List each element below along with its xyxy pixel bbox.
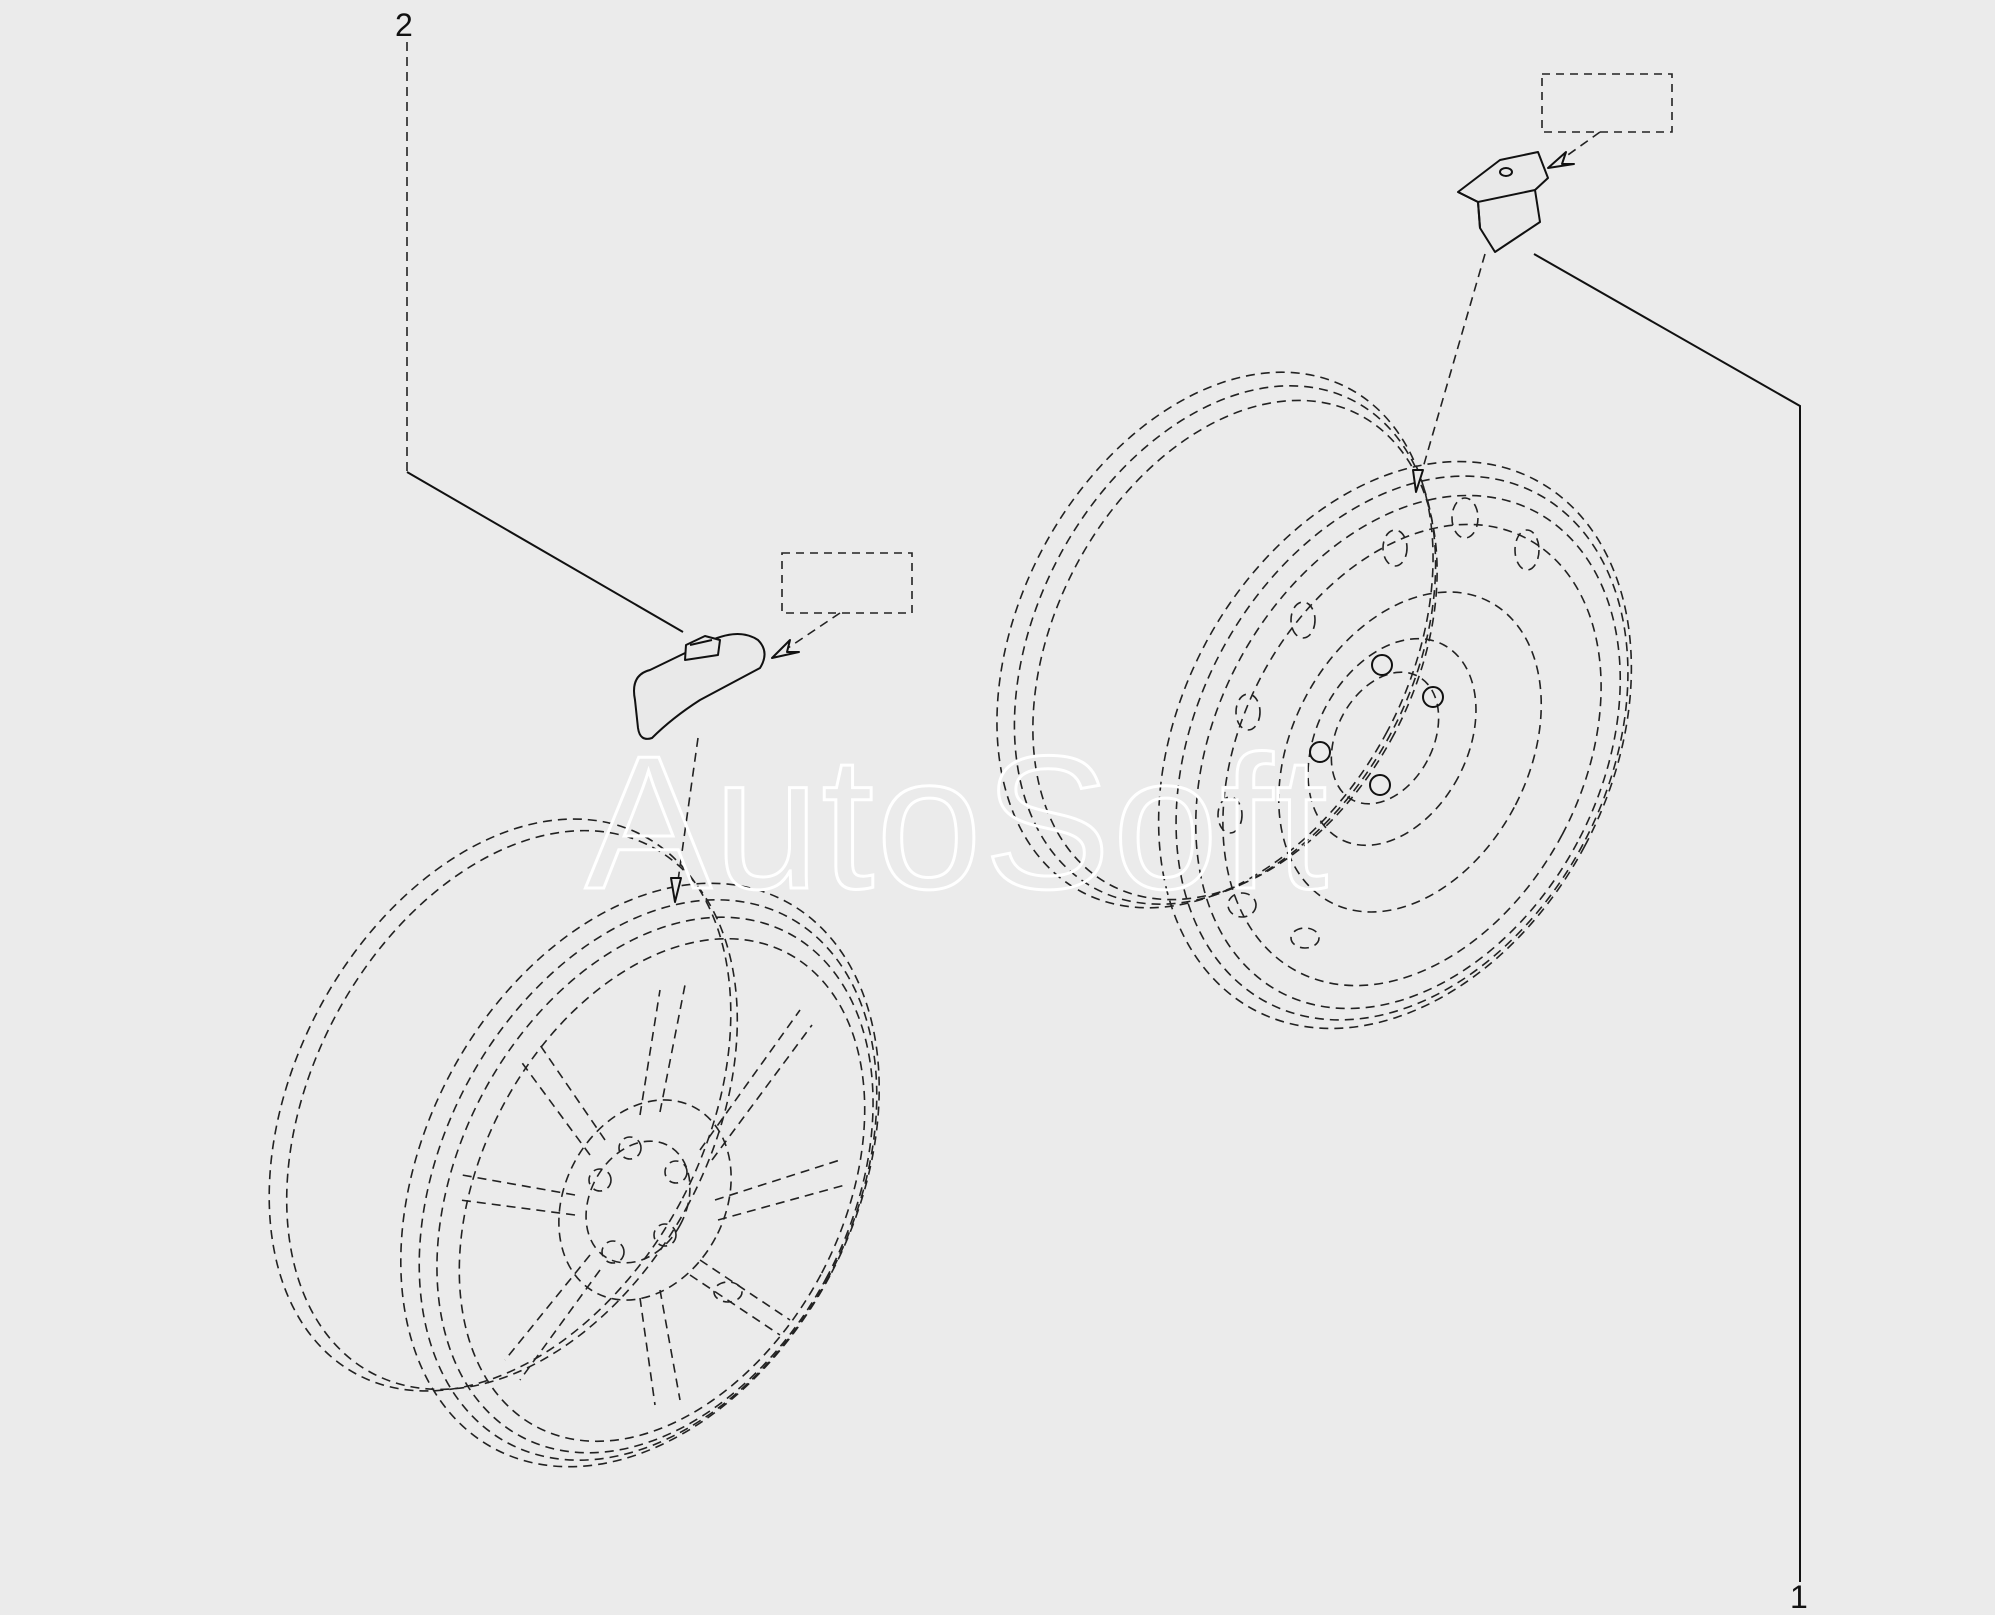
adhesive-wheel-weight-icon [633,633,766,740]
leader-arrow [784,612,841,651]
steel-wheel-icon [996,371,1633,1030]
callout-1-line [1533,253,1801,1582]
reference-box [781,552,913,614]
assembly-line [1417,253,1486,486]
callout-2-label: 2 [395,7,413,43]
clip-on-wheel-weight-icon [1457,151,1549,253]
callout-2-line [406,471,684,633]
watermark: AutoSoft [585,717,1330,929]
callout-1-label: 1 [1790,1579,1808,1615]
leader-arrow [1557,131,1601,163]
assembly-line [675,737,699,896]
reference-box [1541,73,1673,133]
spoked-alloy-wheel-icon [268,818,881,1468]
